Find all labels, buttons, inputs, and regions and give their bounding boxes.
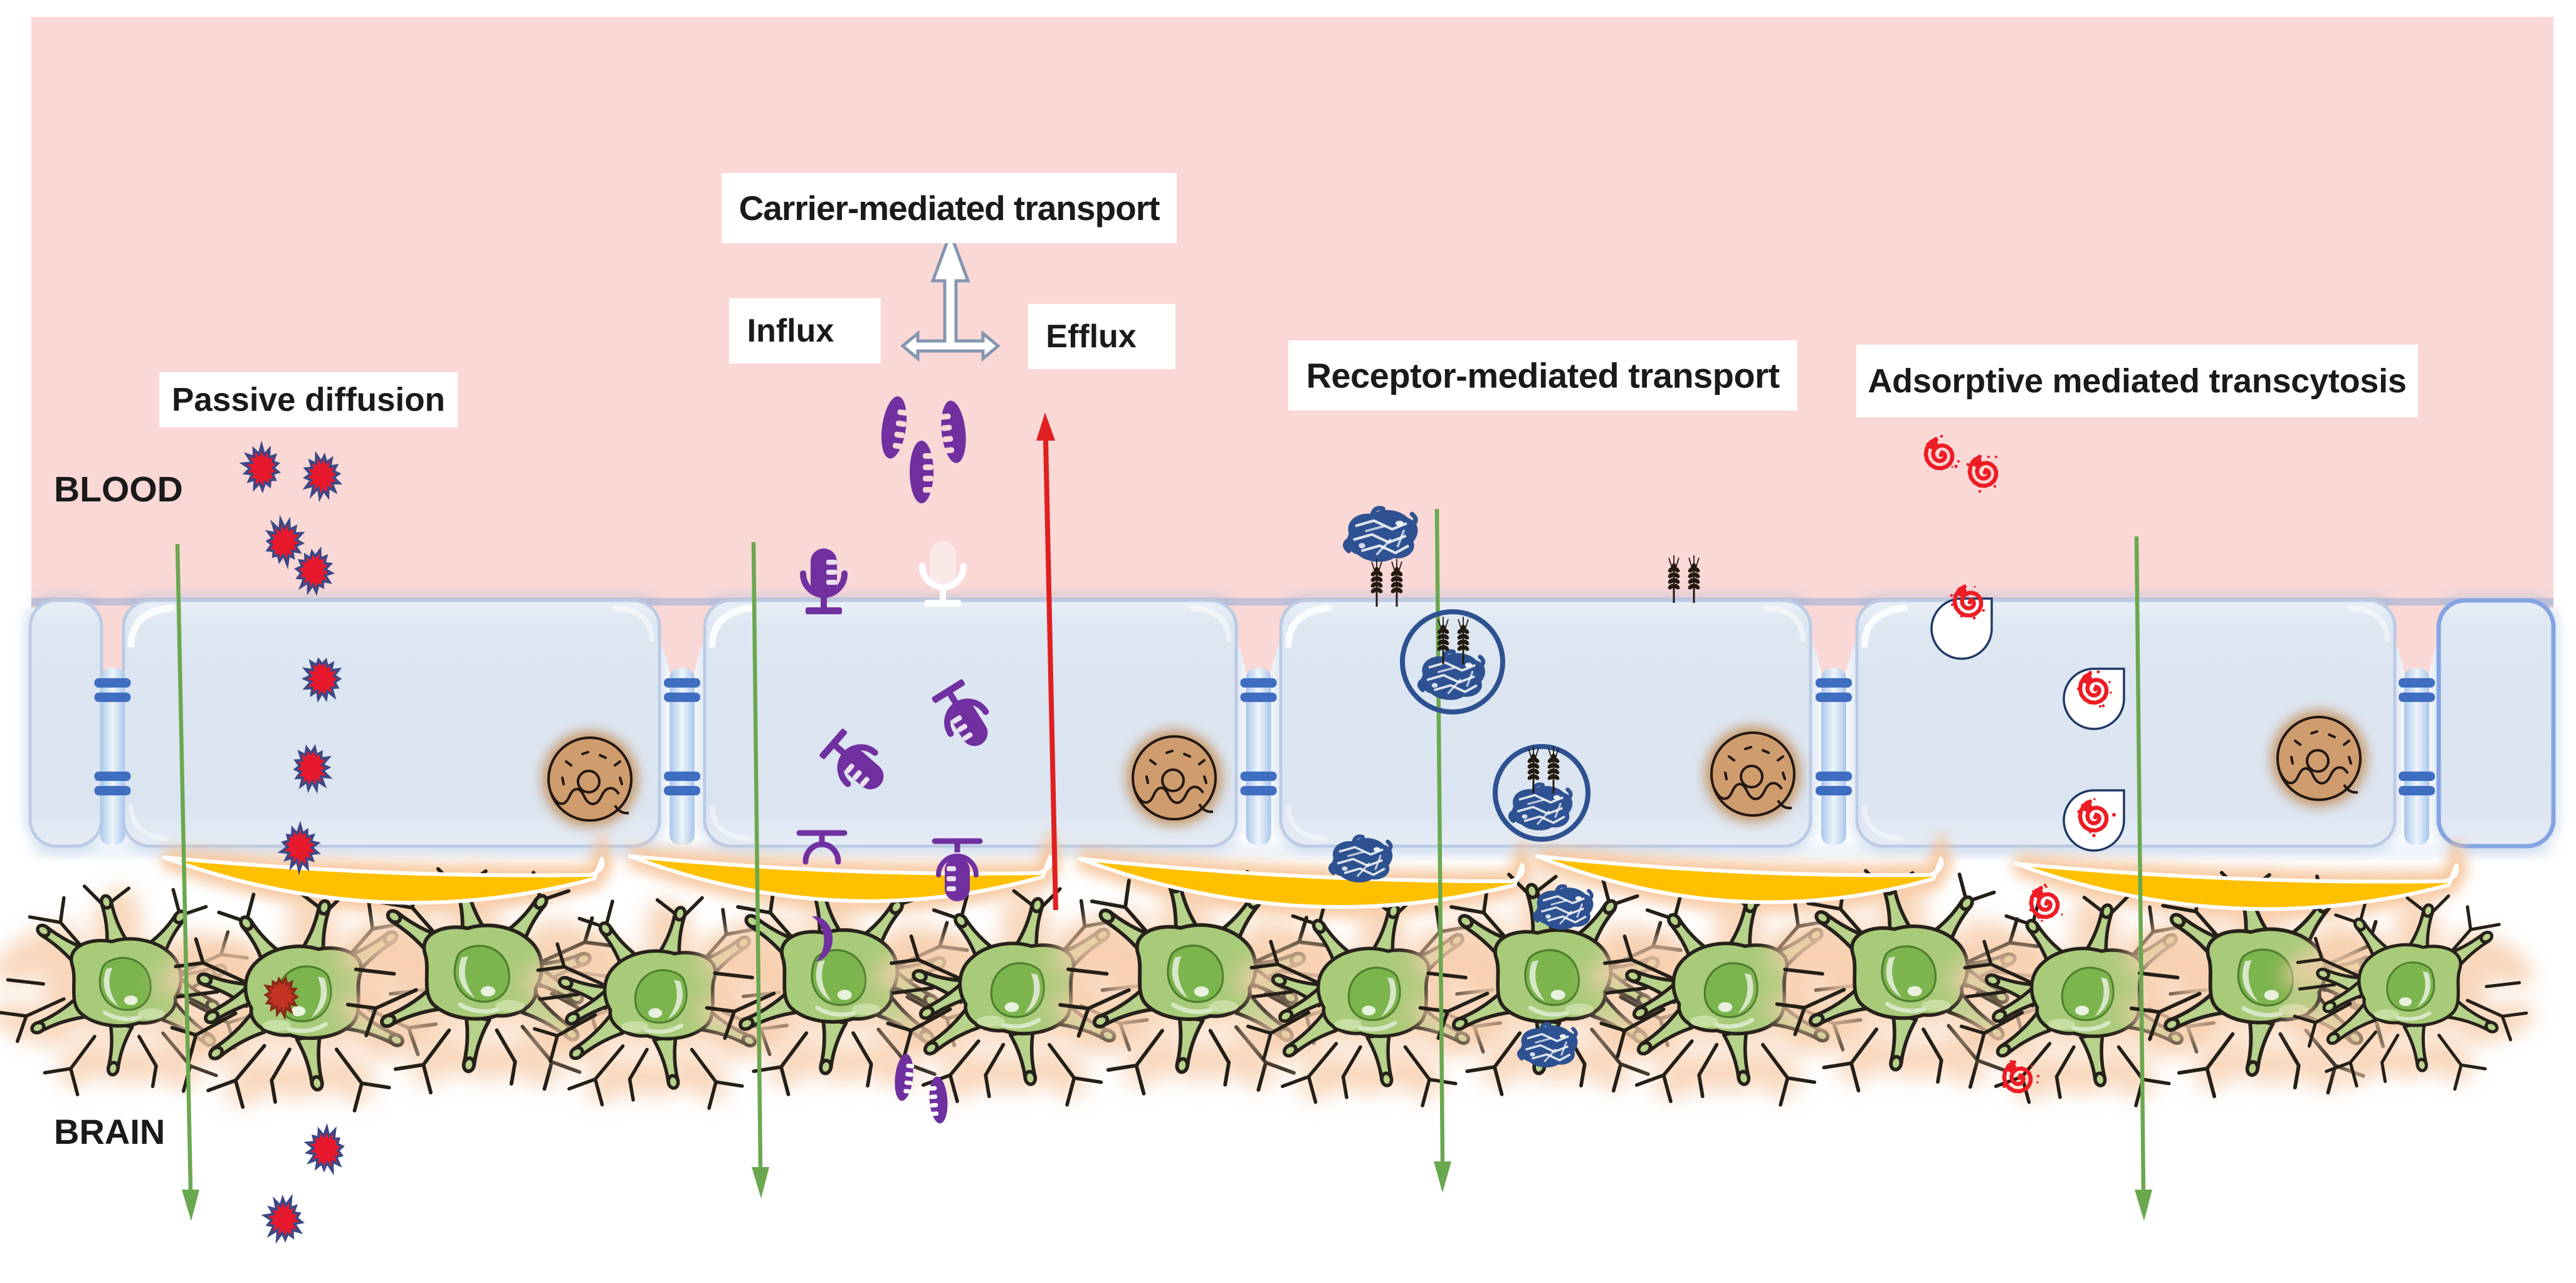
svg-text:Adsorptive mediated transcytos: Adsorptive mediated transcytosis xyxy=(1868,362,2406,400)
svg-text:Receptor-mediated transport: Receptor-mediated transport xyxy=(1306,356,1779,395)
svg-text:Influx: Influx xyxy=(747,313,834,349)
svg-text:BLOOD: BLOOD xyxy=(54,469,183,510)
svg-text:BRAIN: BRAIN xyxy=(54,1112,165,1151)
svg-text:Efflux: Efflux xyxy=(1046,318,1137,355)
svg-text:Carrier-mediated transport: Carrier-mediated transport xyxy=(739,189,1160,228)
svg-text:Passive diffusion: Passive diffusion xyxy=(172,382,445,419)
